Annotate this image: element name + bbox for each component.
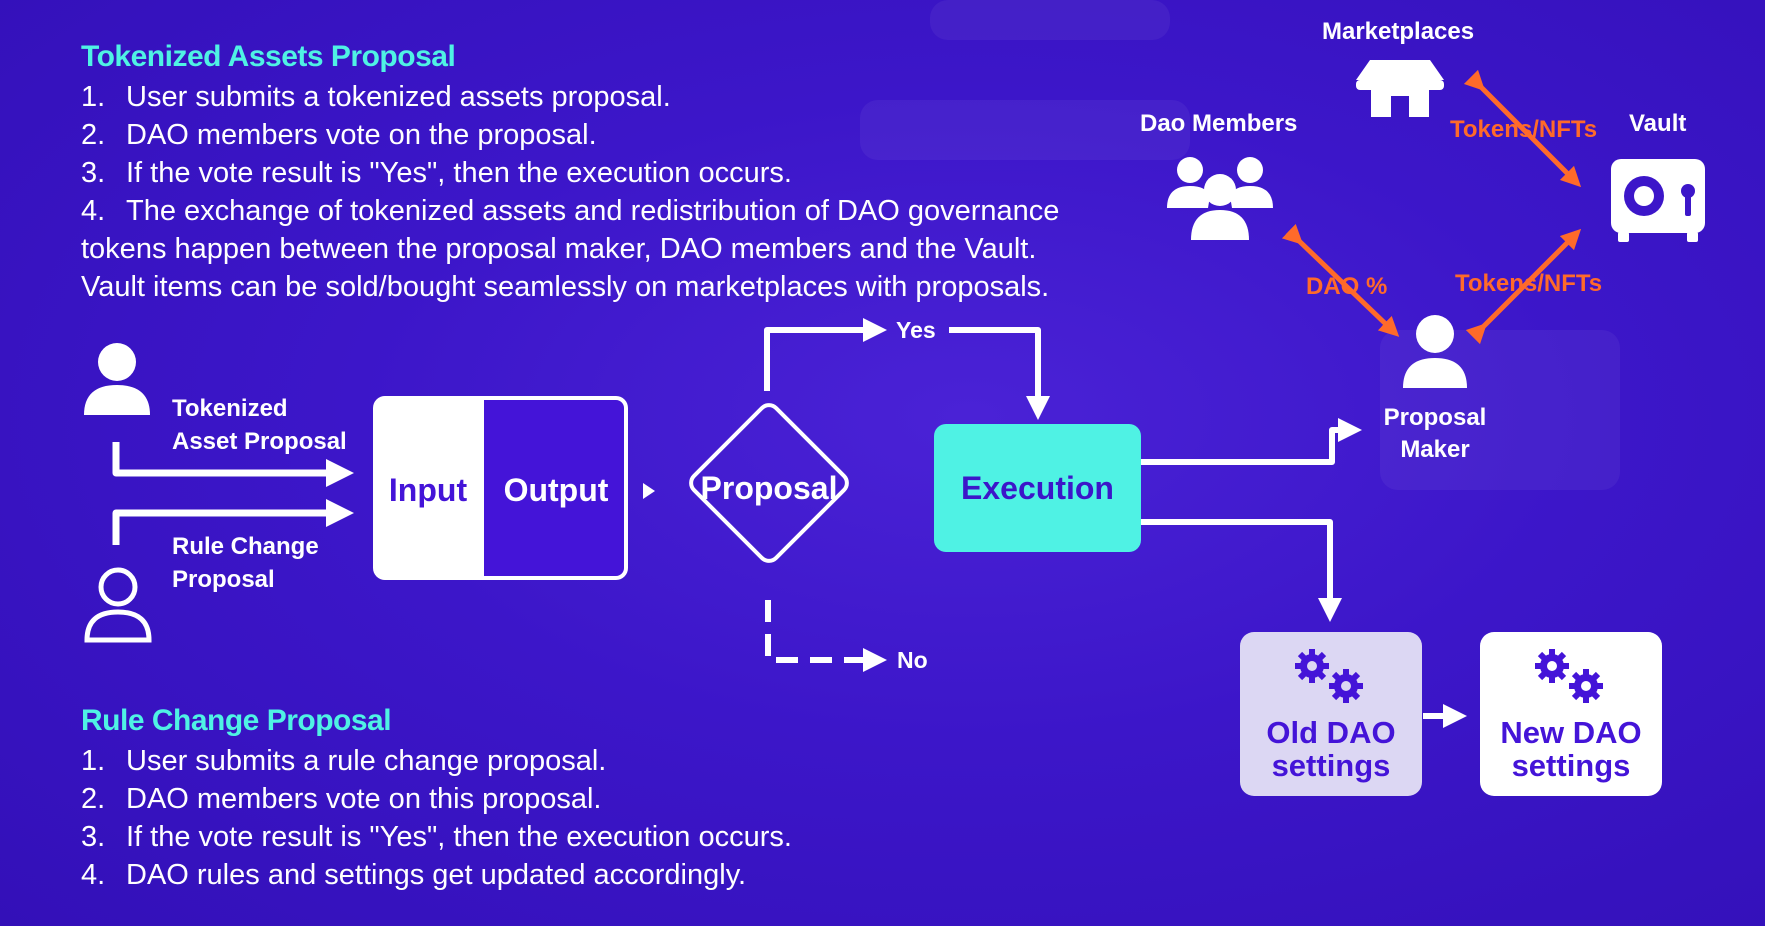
proposal-diamond	[689, 403, 849, 563]
step-number: 4.	[81, 195, 106, 227]
list-item: 2. DAO members vote on the proposal.	[81, 116, 1059, 154]
user-outline-icon	[84, 567, 152, 643]
gear-icon	[1295, 649, 1329, 683]
output-box	[484, 396, 628, 580]
step-text: DAO members vote on this proposal.	[126, 783, 602, 815]
rule-input-arrow	[112, 499, 354, 545]
step-text: DAO members vote on the proposal.	[126, 119, 597, 151]
old-dao-settings-box	[1240, 632, 1422, 796]
output-to-proposal-arrow	[643, 483, 655, 499]
new-dao-settings-label: New DAO settings	[1480, 716, 1662, 782]
background-panel	[930, 0, 1170, 40]
input-box	[373, 396, 487, 580]
yes-arrow	[764, 318, 887, 391]
label-line: Rule Change	[172, 533, 319, 560]
yes-to-execution-arrow	[949, 327, 1050, 420]
tokens-nfts-bottom-label: Tokens/NFTs	[1455, 270, 1603, 297]
marketplace-vault-arrow	[1463, 69, 1582, 188]
step-number: 3.	[81, 157, 106, 189]
list-item: 3. If the vote result is "Yes", then the …	[81, 154, 1059, 192]
rule-change-steps: 1. User submits a rule change proposal. 2…	[81, 742, 792, 894]
step-number: 2.	[81, 783, 106, 815]
step-number: 1.	[81, 745, 106, 777]
step-number: 2.	[81, 119, 106, 151]
step-number: 4.	[81, 859, 106, 891]
step-number: 1.	[81, 81, 106, 113]
list-item: 3. If the vote result is "Yes", then the …	[81, 818, 792, 856]
execution-box	[934, 424, 1141, 552]
step-text: If the vote result is "Yes", then the ex…	[126, 821, 792, 853]
step-number: 3.	[81, 821, 106, 853]
proposal-label: Proposal	[700, 470, 838, 506]
step-continuation: Vault items can be sold/bought seamlessl…	[81, 271, 1050, 303]
old-dao-settings-label: Old DAO settings	[1240, 716, 1422, 782]
proposal-maker-label: Proposal Maker	[1365, 402, 1505, 466]
rule-change-proposal-label: Rule Change Proposal	[172, 530, 319, 596]
no-arrow	[765, 600, 887, 672]
label-line: settings	[1271, 748, 1391, 783]
tokenized-proposal-label: Tokenized Asset Proposal	[172, 392, 347, 458]
background-panel	[860, 100, 1190, 160]
list-item: 2. DAO members vote on this proposal.	[81, 780, 792, 818]
vault-label: Vault	[1629, 110, 1687, 137]
step-text: User submits a tokenized assets proposal…	[126, 81, 671, 113]
vault-icon	[1611, 159, 1705, 242]
label-line: Tokenized	[172, 395, 288, 422]
gear-icon	[1569, 669, 1603, 703]
label-line: Old DAO	[1266, 715, 1396, 750]
execution-label: Execution	[961, 470, 1114, 506]
list-item: 4. The exchange of tokenized assets and r…	[81, 192, 1059, 230]
label-line: Proposal	[172, 566, 275, 593]
yes-label: Yes	[896, 317, 936, 343]
gear-icon	[1329, 669, 1363, 703]
step-text: DAO rules and settings get updated accor…	[126, 859, 747, 891]
list-item: 1. User submits a tokenized assets propos…	[81, 78, 1059, 116]
rule-change-section-title: Rule Change Proposal	[81, 704, 392, 737]
execution-to-maker-arrow	[1141, 418, 1362, 465]
label-line: Maker	[1400, 436, 1470, 463]
group-icon	[1167, 157, 1273, 240]
step-text: The exchange of tokenized assets and red…	[126, 195, 1060, 227]
label-line: settings	[1511, 748, 1631, 783]
output-label: Output	[503, 472, 609, 508]
maker-vault-arrow	[1465, 228, 1582, 345]
dao-members-maker-arrow	[1281, 223, 1400, 337]
background-panel	[1380, 330, 1620, 490]
store-icon	[1356, 60, 1444, 117]
user-icon	[84, 343, 150, 415]
label-line: Proposal	[1383, 404, 1487, 431]
execution-to-settings-arrow	[1141, 519, 1342, 622]
input-label: Input	[388, 472, 468, 508]
tokenized-section-title: Tokenized Assets Proposal	[81, 40, 456, 73]
step-text: If the vote result is "Yes", then the ex…	[126, 157, 792, 189]
tokenized-steps: 1. User submits a tokenized assets propos…	[81, 78, 1059, 306]
gear-icon	[1535, 649, 1569, 683]
proposal-maker-icon	[1403, 315, 1467, 388]
step-continuation: tokens happen between the proposal maker…	[81, 233, 1037, 265]
label-line: Asset Proposal	[172, 428, 347, 455]
marketplaces-label: Marketplaces	[1322, 18, 1475, 45]
step-text: User submits a rule change proposal.	[126, 745, 607, 777]
no-label: No	[897, 647, 928, 673]
label-line: New DAO	[1500, 715, 1642, 750]
tokens-nfts-top-label: Tokens/NFTs	[1450, 116, 1598, 143]
dao-members-label: Dao Members	[1140, 110, 1298, 137]
tokenized-input-arrow	[112, 442, 354, 487]
list-item: 4. DAO rules and settings get updated acc…	[81, 856, 792, 894]
list-item: 1. User submits a rule change proposal.	[81, 742, 792, 780]
new-dao-settings-box	[1480, 632, 1662, 796]
dao-percent-label: DAO %	[1306, 273, 1388, 300]
